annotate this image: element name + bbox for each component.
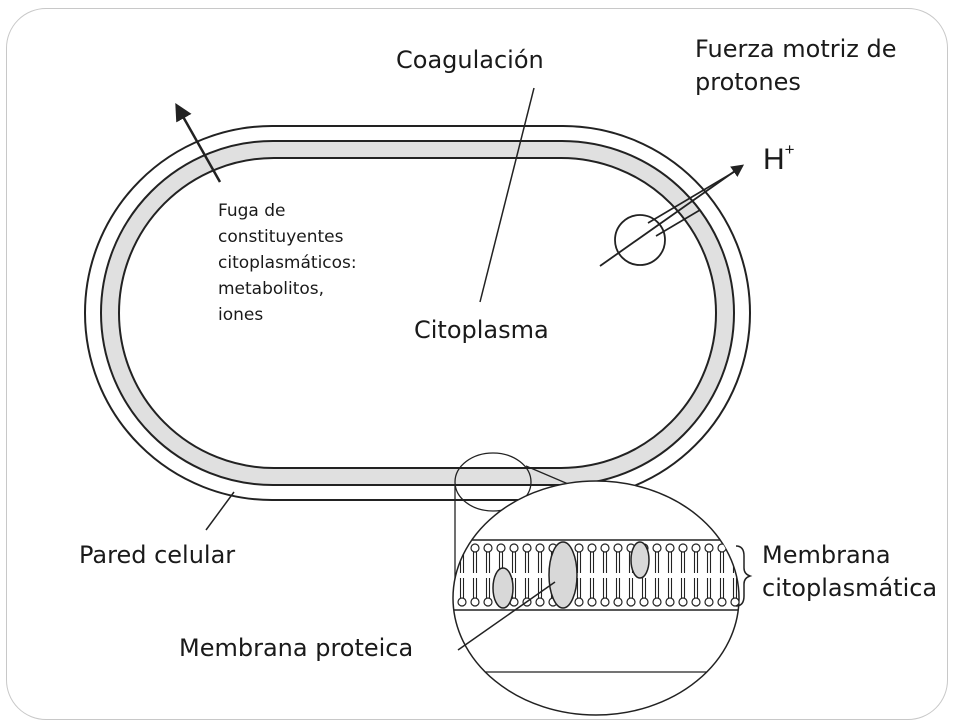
cytoplasmic-membrane-label: Membrana citoplasmática — [762, 539, 937, 605]
transmembrane-protein — [549, 542, 577, 608]
proton-pump-circle — [615, 215, 665, 265]
proton-motive-force-label: Fuerza motriz de protones — [695, 33, 897, 99]
proton-label: H+ — [763, 140, 795, 177]
cytoplasmic-membrane-line1: Membrana — [762, 539, 937, 572]
leakage-line: Fuga de — [218, 198, 357, 224]
proton-symbol: H — [763, 143, 785, 176]
leakage-line: metabolitos, — [218, 276, 357, 302]
inner-protein — [493, 568, 513, 608]
protein-membrane-label: Membrana proteica — [179, 632, 413, 665]
proton-motive-force-line1: Fuerza motriz de — [695, 33, 897, 66]
leakage-line: iones — [218, 302, 357, 328]
proton-charge: + — [785, 140, 795, 159]
outer-protein — [631, 542, 649, 578]
cell-wall-leader-line — [206, 492, 234, 530]
leakage-label: Fuga de constituyentes citoplasmáticos: … — [218, 198, 357, 328]
leakage-line: citoplasmáticos: — [218, 250, 357, 276]
cytoplasm-label: Citoplasma — [414, 314, 549, 347]
cell-wall-label: Pared celular — [79, 539, 235, 572]
coagulation-label: Coagulación — [396, 44, 544, 77]
leakage-line: constituyentes — [218, 224, 357, 250]
cytoplasmic-membrane-line2: citoplasmática — [762, 572, 937, 605]
cytoplasm — [119, 158, 716, 468]
proton-motive-force-line2: protones — [695, 66, 897, 99]
